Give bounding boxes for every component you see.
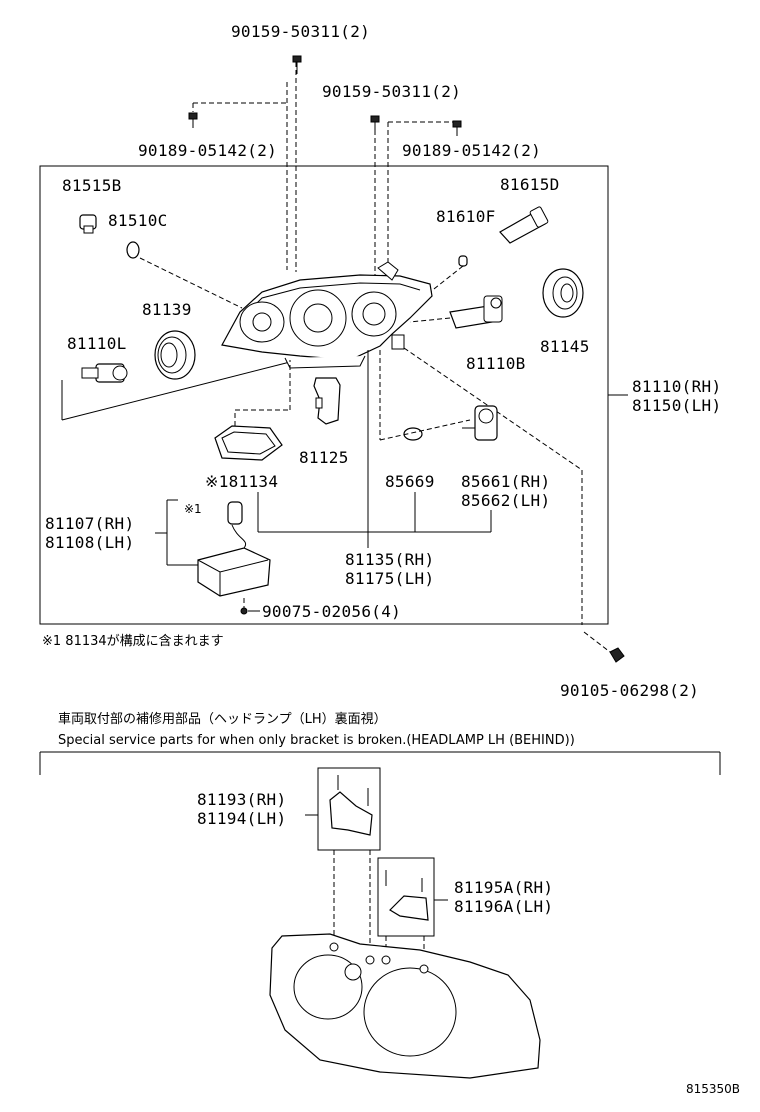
label-81196A-lh: 81196A(LH) bbox=[454, 897, 553, 916]
label-81135-rh: 81135(RH) bbox=[345, 550, 434, 569]
gasket-81134 bbox=[214, 425, 283, 461]
label-81108-lh: 81108(LH) bbox=[45, 533, 134, 552]
footnote: ※1 81134が構成に含まれます bbox=[42, 633, 224, 649]
label-81193-rh: 81193(RH) bbox=[197, 790, 286, 809]
clip-90189-left bbox=[188, 112, 198, 128]
bracket-81195A-box bbox=[377, 857, 435, 937]
bulb-81110B bbox=[449, 295, 503, 329]
bracket-81193-box bbox=[317, 767, 381, 851]
diagram-id: 815350B bbox=[686, 1082, 740, 1096]
label-81110L: 81110L bbox=[67, 334, 127, 353]
label-screw-bottom: 90075-02056(4) bbox=[262, 602, 401, 621]
oring-85669 bbox=[403, 427, 423, 441]
bulb-85661 bbox=[462, 405, 498, 441]
bulb-81510C bbox=[126, 241, 140, 259]
ballast-81107 bbox=[197, 501, 271, 597]
bracket-81195A bbox=[385, 870, 429, 921]
section-title-jp: 車両取付部の補修用部品（ヘッドランプ（LH）裏面視） bbox=[58, 712, 387, 727]
cap-81139 bbox=[154, 330, 196, 380]
bulb-81110L bbox=[81, 363, 128, 383]
bulb-81610F bbox=[458, 255, 468, 267]
bolt-90159-left bbox=[292, 55, 302, 74]
bolt-90159-right bbox=[370, 115, 380, 132]
label-81610F: 81610F bbox=[436, 207, 496, 226]
label-81510C: 81510C bbox=[108, 211, 168, 230]
label-clip-left: 90189-05142(2) bbox=[138, 141, 277, 160]
label-81150-lh: 81150(LH) bbox=[632, 396, 721, 415]
label-bolt-top-1: 90159-50311(2) bbox=[231, 22, 370, 41]
label-81107-rh: 81107(RH) bbox=[45, 514, 134, 533]
label-85662-lh: 85662(LH) bbox=[461, 491, 550, 510]
label-81110B: 81110B bbox=[466, 354, 526, 373]
cap-81145 bbox=[542, 268, 584, 318]
label-81139: 81139 bbox=[142, 300, 192, 319]
label-81615D: 81615D bbox=[500, 175, 560, 194]
label-81134: ※181134 bbox=[205, 472, 278, 491]
label-screw-side: 90105-06298(2) bbox=[560, 681, 699, 700]
label-81175-lh: 81175(LH) bbox=[345, 569, 434, 588]
screw-90105 bbox=[583, 631, 625, 663]
label-bolt-top-2: 90159-50311(2) bbox=[322, 82, 461, 101]
headlamp-assembly bbox=[221, 261, 433, 369]
label-clip-right: 90189-05142(2) bbox=[402, 141, 541, 160]
label-81125: 81125 bbox=[299, 448, 349, 467]
bracket-81125 bbox=[313, 377, 341, 425]
screw-90075 bbox=[240, 607, 248, 615]
label-85661-rh: 85661(RH) bbox=[461, 472, 550, 491]
label-81110-rh: 81110(RH) bbox=[632, 377, 721, 396]
label-81145: 81145 bbox=[540, 337, 590, 356]
headlamp-back-view bbox=[269, 933, 541, 1079]
label-81194-lh: 81194(LH) bbox=[197, 809, 286, 828]
label-81515B: 81515B bbox=[62, 176, 122, 195]
socket-81615D bbox=[499, 206, 549, 244]
label-ref-mark: ※1 bbox=[184, 502, 202, 516]
bracket-81193 bbox=[329, 775, 373, 836]
label-81195A-rh: 81195A(RH) bbox=[454, 878, 553, 897]
clip-90189-right bbox=[452, 120, 462, 136]
section-title-en: Special service parts for when only brac… bbox=[58, 733, 575, 748]
label-85669: 85669 bbox=[385, 472, 435, 491]
socket-81515B bbox=[79, 214, 97, 234]
